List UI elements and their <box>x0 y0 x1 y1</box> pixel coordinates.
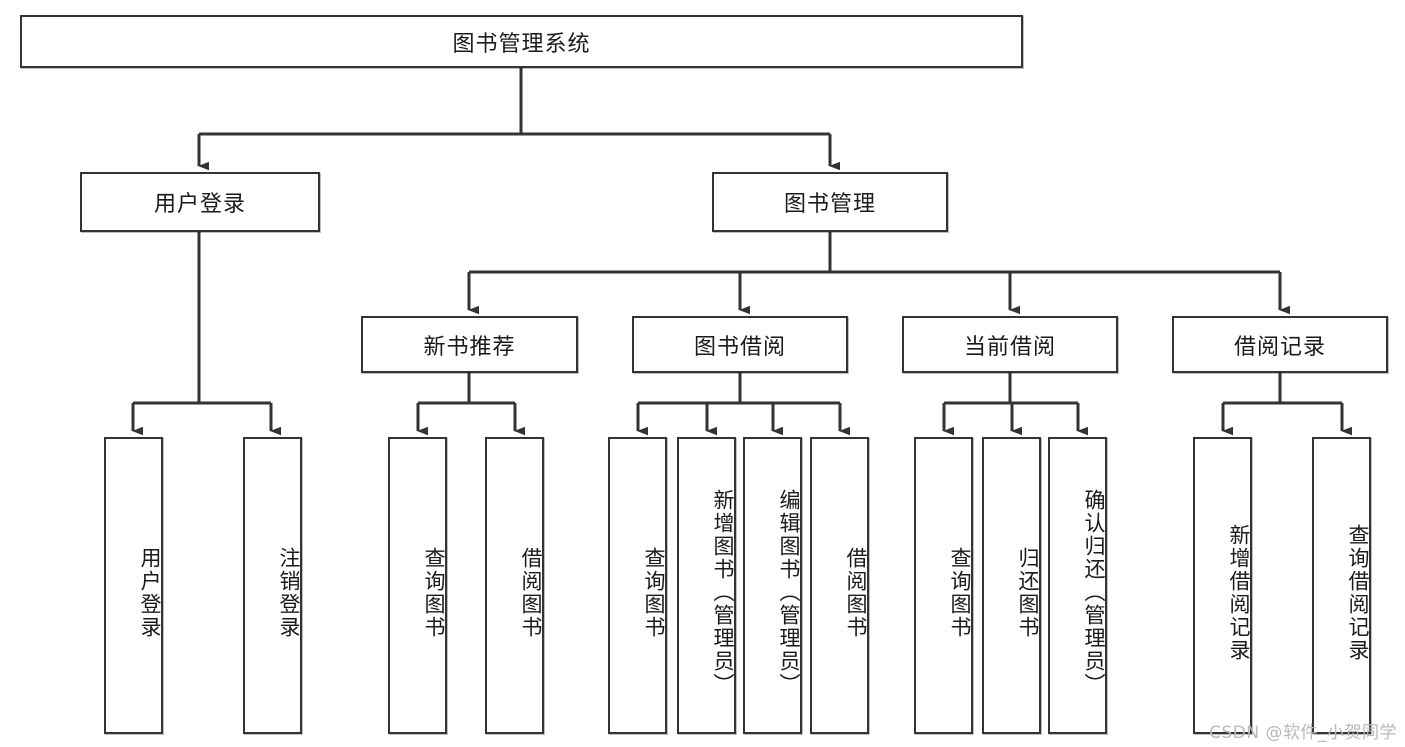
leaf-bb-borrow-book[interactable]: 借阅图书 <box>810 437 869 734</box>
leaf-cb-query-book[interactable]: 查询图书 <box>914 437 973 734</box>
leaf-logout[interactable]: 注销登录 <box>243 437 302 734</box>
node-book-borrow-label: 图书借阅 <box>693 334 786 360</box>
leaf-bb-add-book[interactable]: 新增图书（管理员） <box>677 437 736 734</box>
leaf-br-query-record[interactable]: 查询借阅记录 <box>1312 437 1371 734</box>
leaf-bb-edit-book[interactable]: 编辑图书（管理员） <box>743 437 802 734</box>
leaf-nb-query-book-label: 查询图书 <box>422 546 446 639</box>
leaf-nb-borrow-book[interactable]: 借阅图书 <box>485 437 544 734</box>
leaf-user-login-label: 用户登录 <box>138 546 162 639</box>
leaf-user-login[interactable]: 用户登录 <box>104 437 163 734</box>
node-root-label: 图书管理系统 <box>452 31 591 57</box>
leaf-bb-query-book-label: 查询图书 <box>642 546 666 639</box>
node-new-book-recommend[interactable]: 新书推荐 <box>361 316 578 373</box>
leaf-nb-borrow-book-label: 借阅图书 <box>519 546 543 639</box>
leaf-logout-label: 注销登录 <box>277 546 301 639</box>
node-borrow-record[interactable]: 借阅记录 <box>1172 316 1388 373</box>
leaf-br-query-record-label: 查询借阅记录 <box>1346 523 1370 662</box>
leaf-bb-add-book-label: 新增图书（管理员） <box>711 489 735 696</box>
leaf-cb-confirm-return[interactable]: 确认归还（管理员） <box>1048 437 1107 734</box>
leaf-br-add-record[interactable]: 新增借阅记录 <box>1193 437 1252 734</box>
node-book-borrow[interactable]: 图书借阅 <box>632 316 848 373</box>
node-new-book-recommend-label: 新书推荐 <box>423 334 516 360</box>
leaf-cb-return-book[interactable]: 归还图书 <box>982 437 1041 734</box>
leaf-bb-borrow-book-label: 借阅图书 <box>844 546 868 639</box>
node-book-manage[interactable]: 图书管理 <box>712 172 948 232</box>
node-book-manage-label: 图书管理 <box>783 192 876 217</box>
leaf-bb-query-book[interactable]: 查询图书 <box>608 437 667 734</box>
leaf-nb-query-book[interactable]: 查询图书 <box>388 437 447 734</box>
csdn-watermark: CSDN @软件_小贺同学 <box>1209 723 1397 743</box>
node-current-borrow[interactable]: 当前借阅 <box>902 316 1118 373</box>
node-borrow-record-label: 借阅记录 <box>1233 334 1326 360</box>
leaf-bb-edit-book-label: 编辑图书（管理员） <box>777 489 801 696</box>
leaf-cb-confirm-return-label: 确认归还（管理员） <box>1082 489 1106 696</box>
leaf-cb-return-book-label: 归还图书 <box>1016 546 1040 639</box>
node-root[interactable]: 图书管理系统 <box>20 15 1023 68</box>
node-user-login[interactable]: 用户登录 <box>80 172 320 232</box>
leaf-cb-query-book-label: 查询图书 <box>948 546 972 639</box>
leaf-br-add-record-label: 新增借阅记录 <box>1227 523 1251 662</box>
node-user-login-label: 用户登录 <box>153 192 246 217</box>
node-current-borrow-label: 当前借阅 <box>963 334 1056 360</box>
